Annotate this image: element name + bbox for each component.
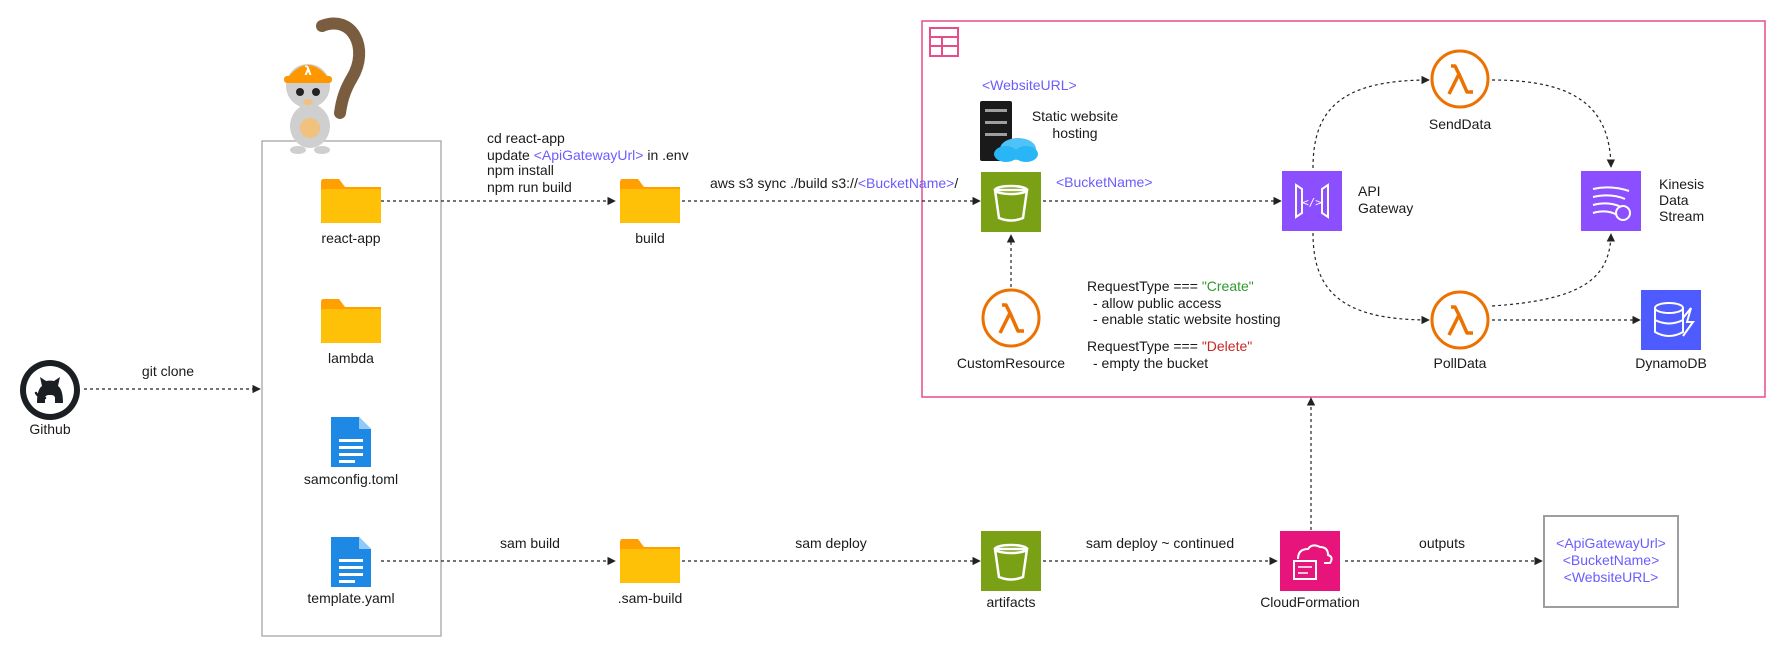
template-label: template.yaml (307, 590, 394, 606)
squirrel-mascot-icon: λ (284, 17, 366, 154)
folder-icon (321, 179, 381, 223)
s3-bucket-icon (981, 531, 1041, 591)
sam-build-label: .sam-build (618, 590, 683, 606)
lambda-icon (1430, 290, 1490, 350)
artifacts-label: artifacts (986, 594, 1035, 610)
label-sam-deploy: sam deploy (795, 535, 867, 551)
github-label: Github (29, 421, 70, 437)
label-sam-build: sam build (500, 535, 560, 551)
poll-data-label: PollData (1434, 355, 1487, 371)
static-hosting-label-2: hosting (1052, 125, 1097, 141)
static-hosting-label-1: Static website (1032, 108, 1119, 124)
label-websiteurl: <WebsiteURL> (982, 77, 1077, 93)
edge-apigw-polldata (1312, 232, 1430, 325)
outputs-box (1543, 515, 1679, 608)
server-cloud-icon (980, 101, 1038, 162)
s3-bucket-icon (981, 172, 1041, 232)
label-s3-sync: aws s3 sync ./build s3://<BucketName>/ (710, 175, 958, 191)
svg-text:λ: λ (304, 64, 312, 78)
label-outputs: outputs (1419, 535, 1465, 551)
lambda-icon (1430, 49, 1490, 109)
outputs-line-3: <WebsiteURL> (1564, 569, 1659, 585)
samconfig-label: samconfig.toml (304, 471, 398, 487)
api-gateway-label-1: API (1358, 183, 1381, 199)
edge-senddata-kinesis (1491, 79, 1616, 168)
folder-icon (321, 299, 381, 343)
cloudformation-label: CloudFormation (1260, 594, 1360, 610)
label-request-delete: RequestType === "Delete" (1087, 338, 1252, 354)
label-react-cmd-3: npm install (487, 162, 554, 178)
lambda-icon (981, 288, 1041, 348)
label-request-create: RequestType === "Create" (1087, 278, 1254, 294)
document-icon (331, 417, 371, 467)
aws-region-group (921, 20, 1766, 398)
build-label: build (635, 230, 665, 246)
kinesis-label-2: Data (1659, 192, 1689, 208)
folder-icon (620, 179, 680, 223)
dynamodb-label: DynamoDB (1635, 355, 1707, 371)
repository-box (261, 140, 442, 637)
label-git-clone: git clone (142, 363, 194, 379)
edge-polldata-kinesis (1491, 233, 1616, 307)
send-data-label: SendData (1429, 116, 1491, 132)
folder-icon (620, 539, 680, 583)
label-react-cmd-4: npm run build (487, 179, 572, 195)
edge-apigw-senddata (1312, 75, 1430, 169)
label-sam-deploy-continued: sam deploy ~ continued (1086, 535, 1234, 551)
github-icon (20, 360, 80, 420)
document-icon (331, 537, 371, 587)
label-delete-step1: - empty the bucket (1093, 355, 1208, 371)
lambda-folder-label: lambda (328, 350, 374, 366)
aws-group-icon (929, 27, 959, 57)
kinesis-label-1: Kinesis (1659, 176, 1704, 192)
label-create-step1: - allow public access (1093, 295, 1221, 311)
react-app-label: react-app (321, 230, 380, 246)
api-gateway-icon: </> (1282, 171, 1342, 231)
label-bucketname: <BucketName> (1056, 174, 1153, 190)
dynamodb-icon (1641, 290, 1701, 350)
outputs-line-2: <BucketName> (1563, 552, 1660, 568)
outputs-line-1: <ApiGatewayUrl> (1556, 535, 1666, 551)
custom-resource-label: CustomResource (957, 355, 1065, 371)
kinesis-icon (1581, 171, 1641, 231)
label-react-cmd-1: cd react-app (487, 130, 565, 146)
label-react-cmd-2: update <ApiGatewayUrl> in .env (487, 147, 689, 163)
cloudformation-icon (1280, 531, 1340, 591)
svg-text:</>: </> (1302, 196, 1322, 209)
kinesis-label-3: Stream (1659, 208, 1704, 224)
api-gateway-label-2: Gateway (1358, 200, 1413, 216)
label-create-step2: - enable static website hosting (1093, 311, 1281, 327)
